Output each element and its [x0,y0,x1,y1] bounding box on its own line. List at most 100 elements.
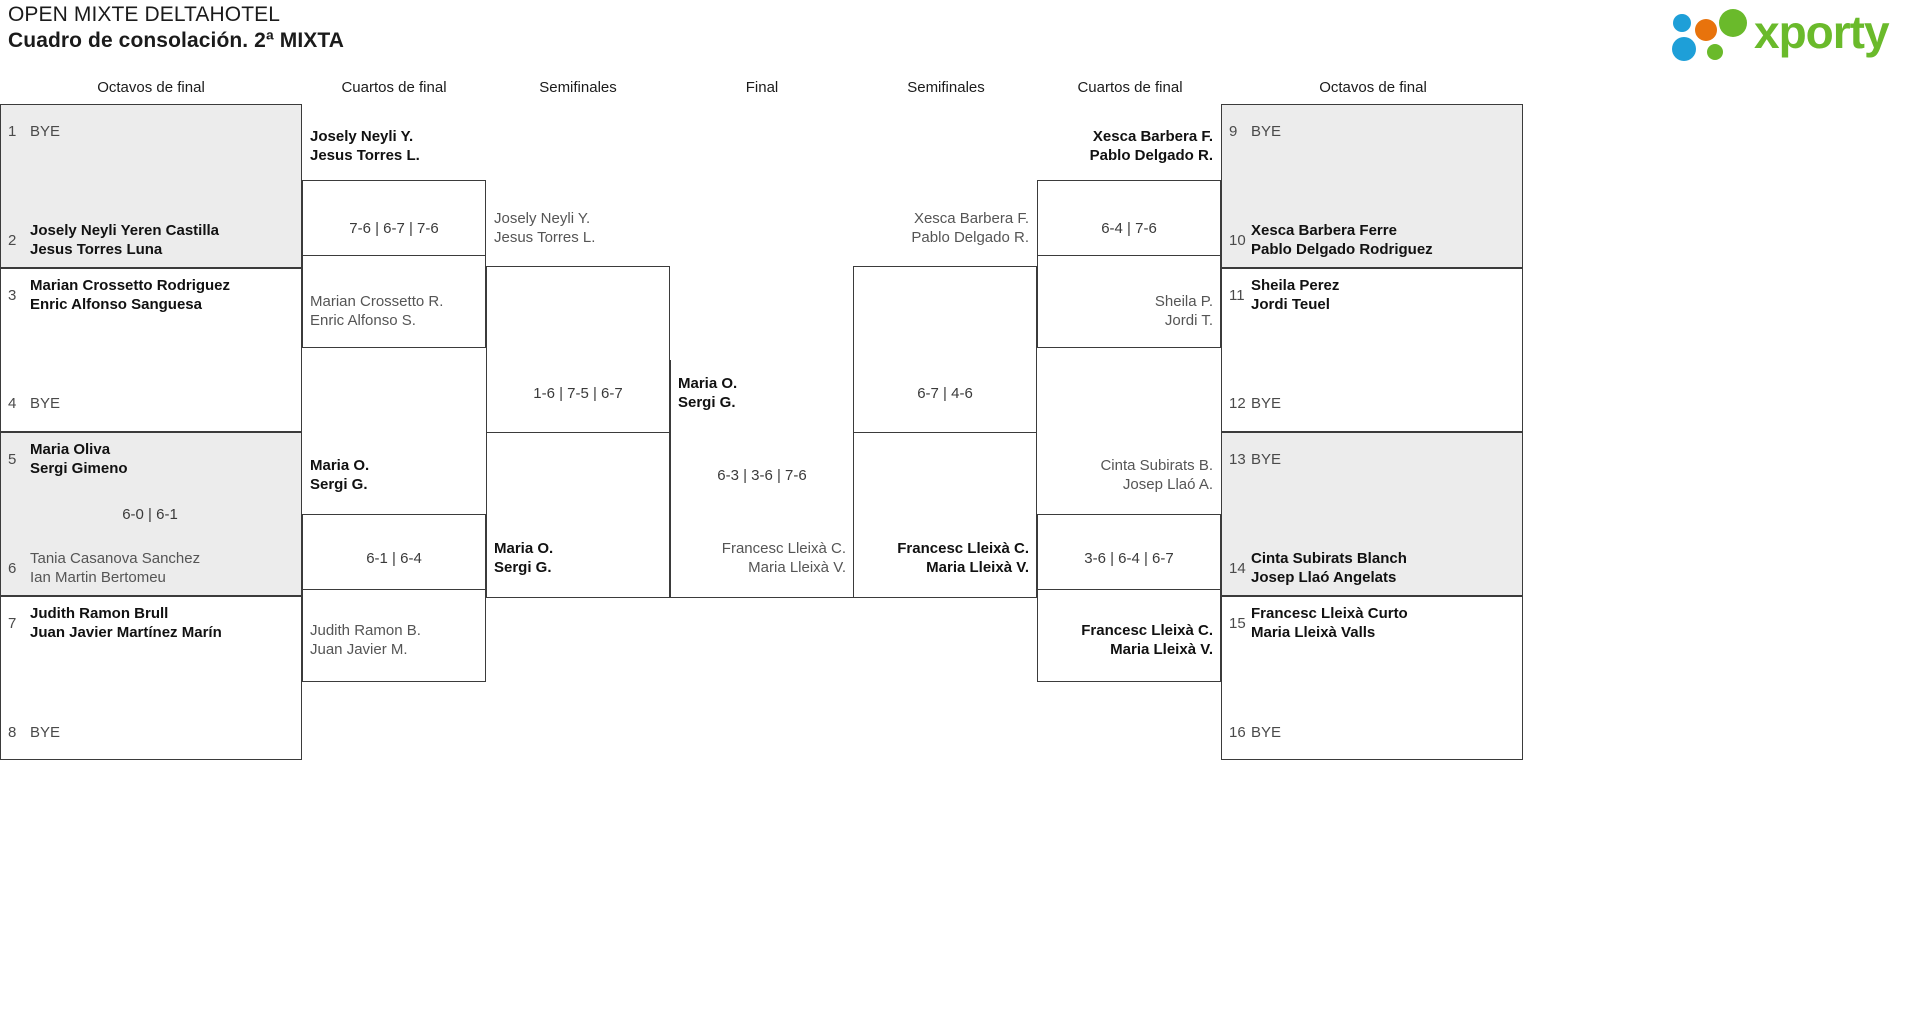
final-left-edge [670,360,671,598]
seed-number: 9 [1229,123,1238,140]
player-names: BYE [30,123,61,140]
right-qf-2-divider [1037,589,1221,590]
left-r16-score-3: 6-0 | 6-1 [122,506,178,523]
right-sf-adv-1: Xesca Barbera F.Pablo Delgado R. [911,210,1029,246]
round-header-left-sf: Semifinales [539,79,617,96]
round-header-right-r16: Octavos de final [1319,79,1427,96]
seed-number: 4 [8,395,17,412]
seed-number: 15 [1229,614,1246,632]
final-bottom-edge [670,597,854,598]
final-left-finalist: Maria O.Sergi G. [678,375,738,411]
left-qf-adv-4: Judith Ramon B.Juan Javier M. [310,622,421,658]
seed-number: 8 [8,724,17,741]
tournament-name: OPEN MIXTE DELTAHOTEL [8,3,281,26]
player-names: BYE [1251,451,1282,468]
left-qf-adv-2: Marian Crossetto R.Enric Alfonso S. [310,293,444,329]
right-qf-score-2: 3-6 | 6-4 | 6-7 [1084,550,1174,567]
right-r16-match-4-box[interactable] [1221,596,1523,760]
right-r16-match-1-box[interactable] [1221,104,1523,268]
left-r16-entry-1[interactable]: 1 BYE [8,122,298,141]
round-header-right-sf: Semifinales [907,79,985,96]
seed-number: 1 [8,123,17,140]
final-score: 6-3 | 3-6 | 7-6 [717,467,807,484]
right-sf-divider [853,432,1037,433]
xporty-logo: xporty [1670,5,1910,61]
right-qf-adv-2: Sheila P.Jordi T. [1154,293,1213,329]
seed-number: 5 [8,450,17,468]
left-sf-divider [486,432,670,433]
right-qf-match-2-box[interactable] [1037,514,1221,682]
seed-number: 12 [1229,395,1246,412]
left-qf-1-divider [302,255,486,256]
right-qf-1-divider [1037,255,1221,256]
player-names: BYE [1251,724,1282,741]
bracket-subtitle: Cuadro de consolación. 2ª MIXTA [8,29,345,52]
round-header-left-qf: Cuartos de final [341,79,447,96]
left-sf-adv-1: Josely Neyli Y.Jesus Torres L. [494,210,596,246]
seed-number: 13 [1229,451,1246,468]
left-r16-entry-4[interactable]: 4 BYE [8,394,298,413]
right-sf-score: 6-7 | 4-6 [917,385,973,402]
left-qf-score-1: 7-6 | 6-7 | 7-6 [349,220,439,237]
page-title: OPEN MIXTE DELTAHOTEL Cuadro de consolac… [8,2,344,54]
right-qf-adv-3: Cinta Subirats B.Josep Llaó A. [1100,457,1213,493]
seed-number: 16 [1229,724,1246,741]
player-names: BYE [1251,123,1282,140]
right-sf-adv-2: Francesc Lleixà C.Maria Lleixà V. [897,540,1029,576]
left-r16-match-2-box[interactable] [0,268,302,432]
right-r16-entry-13[interactable]: 13 BYE [1229,450,1519,469]
left-qf-2-divider [302,589,486,590]
right-r16-entry-12[interactable]: 12 BYE [1229,394,1519,413]
right-qf-score-1: 6-4 | 7-6 [1101,220,1157,237]
left-r16-match-3-box[interactable] [0,432,302,596]
left-sf-score: 1-6 | 7-5 | 6-7 [533,385,623,402]
left-qf-adv-1: Josely Neyli Y.Jesus Torres L. [310,128,420,164]
right-qf-adv-4: Francesc Lleixà C.Maria Lleixà V. [1081,622,1213,658]
seed-number: 2 [8,231,17,249]
right-qf-match-1-box[interactable] [1037,180,1221,348]
seed-number: 7 [8,614,17,632]
right-qf-adv-1: Xesca Barbera F.Pablo Delgado R. [1089,128,1213,164]
left-qf-adv-3: Maria O.Sergi G. [310,457,370,493]
right-r16-match-2-box[interactable] [1221,268,1523,432]
round-header-left-r16: Octavos de final [97,79,205,96]
seed-number: 11 [1229,286,1245,304]
left-sf-adv-2: Maria O.Sergi G. [494,540,554,576]
right-r16-match-3-box[interactable] [1221,432,1523,596]
logo-dots-icon [1670,9,1755,61]
logo-wordmark: xporty [1754,6,1890,58]
left-qf-match-2-box[interactable] [302,514,486,682]
right-r16-entry-9[interactable]: 9 BYE [1229,122,1519,141]
left-r16-match-4-box[interactable] [0,596,302,760]
left-qf-match-1-box[interactable] [302,180,486,348]
player-names: BYE [30,724,61,741]
round-header-right-qf: Cuartos de final [1077,79,1183,96]
seed-number: 10 [1229,231,1246,249]
right-r16-entry-16[interactable]: 16 BYE [1229,723,1519,742]
player-names: BYE [30,395,61,412]
round-header-final: Final [745,79,779,96]
seed-number: 14 [1229,559,1246,577]
left-qf-score-2: 6-1 | 6-4 [366,550,422,567]
left-r16-entry-8[interactable]: 8 BYE [8,723,298,742]
final-right-finalist: Francesc Lleixà C.Maria Lleixà V. [721,540,846,576]
left-r16-match-1-box[interactable] [0,104,302,268]
